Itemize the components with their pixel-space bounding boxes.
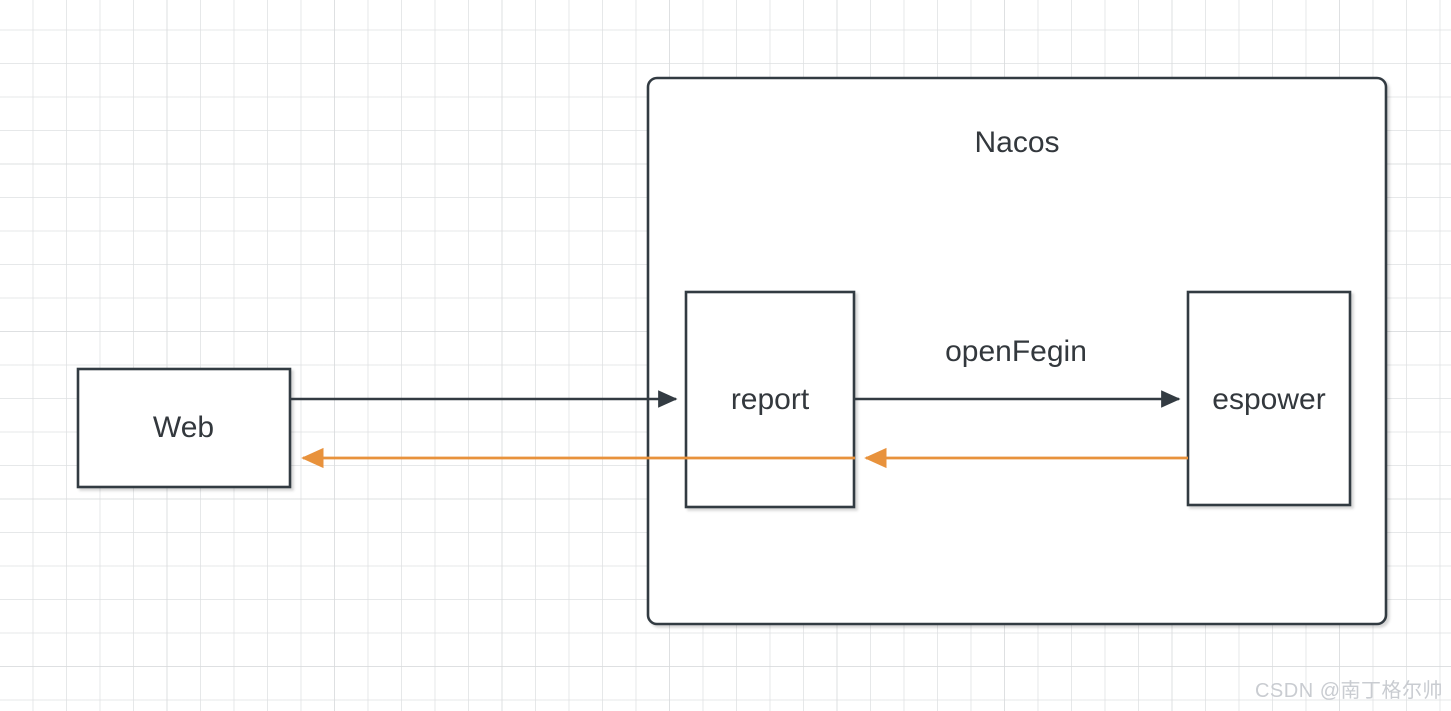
node-web-box[interactable] (76, 367, 292, 489)
node-espower-box[interactable] (1186, 290, 1352, 507)
csdn-watermark: CSDN @南丁格尔帅 (1254, 680, 1443, 702)
node-report-box[interactable] (684, 290, 856, 509)
